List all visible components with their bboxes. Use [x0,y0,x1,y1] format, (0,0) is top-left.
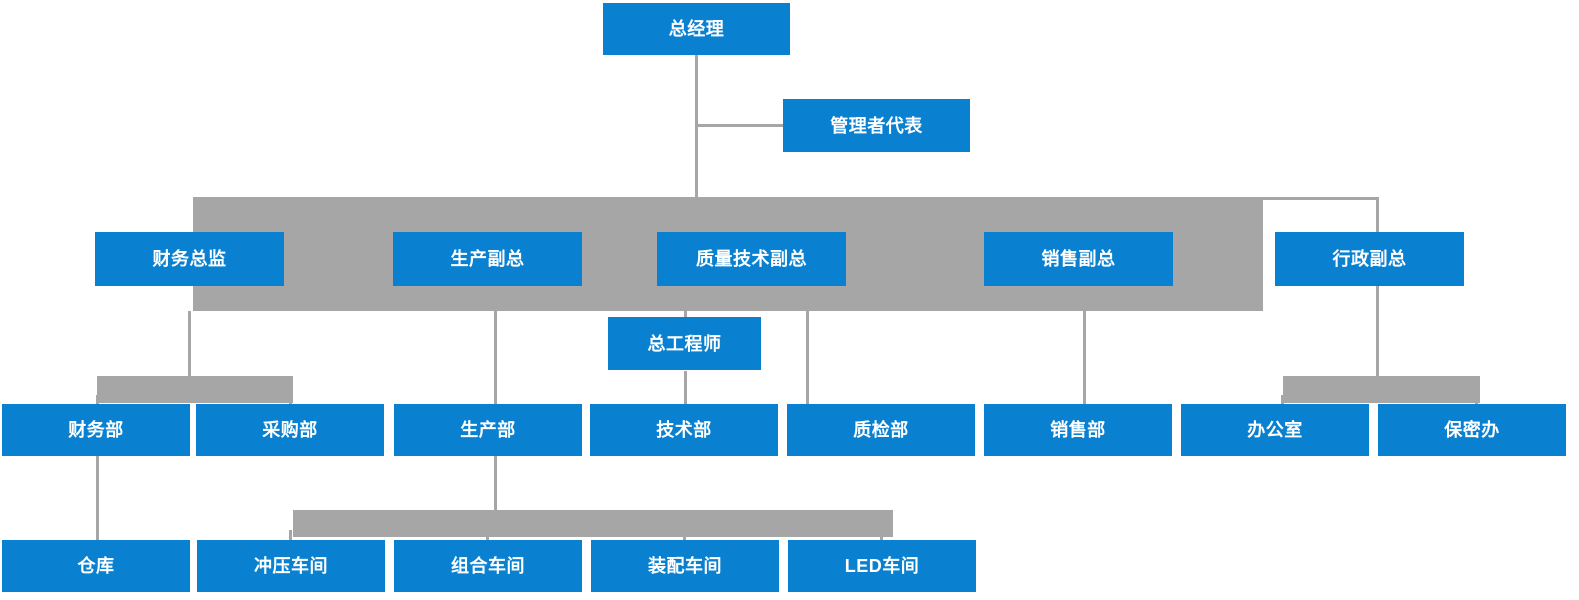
node-finance-director[interactable]: 财务总监 [95,232,284,286]
connector-chief-engineer-to-tech-dept [684,371,687,411]
node-sales-dept[interactable]: 销售部 [984,404,1172,456]
node-technology-dept[interactable]: 技术部 [590,404,778,456]
node-admin-vp[interactable]: 行政副总 [1275,232,1464,286]
connector-office-stem [1281,395,1284,411]
node-stamping-workshop[interactable]: 冲压车间 [197,540,385,592]
node-office[interactable]: 办公室 [1181,404,1369,456]
node-management-rep[interactable]: 管理者代表 [783,99,970,152]
connector-chief-engineer-up [684,297,687,317]
node-fitting-workshop[interactable]: 装配车间 [591,540,779,592]
connector-band-to-admin-vp [1263,197,1379,200]
connector-admin-vp-down [1376,286,1379,381]
connector-assembly-workshop-stem [486,530,489,544]
connector-purchasing-dept-stem [289,395,292,411]
connector-band-workshop-row [293,510,893,537]
node-purchasing-dept[interactable]: 采购部 [196,404,384,456]
connector-band-admin-branch [1283,376,1480,403]
connector-finance-dept-stem [96,395,99,411]
node-led-workshop[interactable]: LED车间 [788,540,976,592]
connector-band-finance-branch [97,376,293,403]
connector-led-workshop-stem [880,530,883,544]
connector-sales-vp-to-dept [1083,311,1086,411]
node-production-vp[interactable]: 生产副总 [393,232,582,286]
node-chief-engineer[interactable]: 总工程师 [608,317,761,370]
connector-production-vp-to-dept [494,311,497,411]
node-general-manager[interactable]: 总经理 [603,3,790,55]
node-finance-dept[interactable]: 财务部 [2,404,190,456]
node-sales-vp[interactable]: 销售副总 [984,232,1173,286]
connector-gm-to-management-rep [695,124,785,127]
node-warehouse[interactable]: 仓库 [2,540,190,592]
connector-finance-director-down [188,311,191,379]
connector-production-dept-to-workshops [494,456,497,512]
node-assembly-workshop[interactable]: 组合车间 [394,540,582,592]
connector-quality-vp-to-inspection-dept [806,311,809,411]
connector-admin-vp-stem [1376,197,1379,235]
connector-confidential-office-stem [1475,395,1478,411]
node-confidential-office[interactable]: 保密办 [1378,404,1566,456]
node-quality-inspection-dept[interactable]: 质检部 [787,404,975,456]
connector-gm-to-vp-band [695,55,698,200]
node-quality-tech-vp[interactable]: 质量技术副总 [657,232,846,286]
node-production-dept[interactable]: 生产部 [394,404,582,456]
connector-stamping-workshop-stem [289,530,292,544]
connector-fitting-workshop-stem [683,530,686,544]
connector-finance-dept-to-warehouse [96,456,99,542]
